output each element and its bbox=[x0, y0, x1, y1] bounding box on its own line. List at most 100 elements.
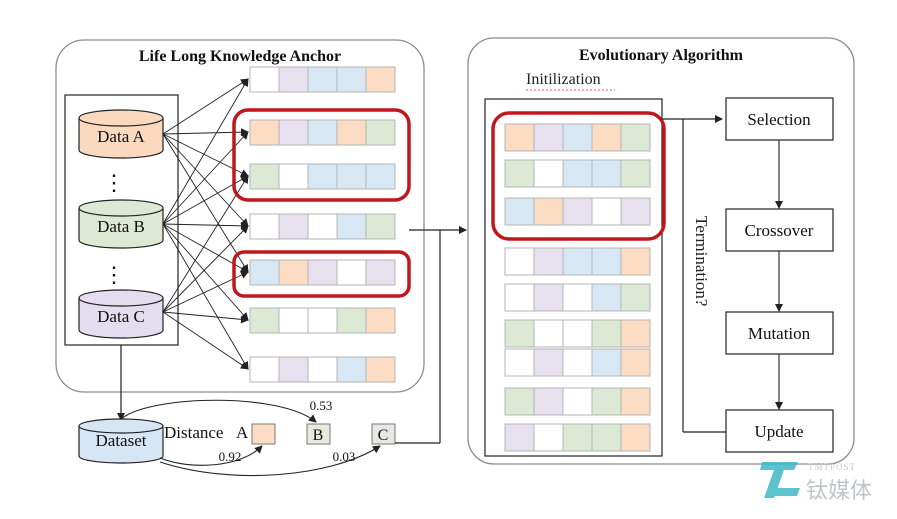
gene-cell bbox=[562, 197, 593, 226]
mapping-line bbox=[162, 311, 249, 324]
gene-cell bbox=[562, 283, 593, 312]
population-chromosome-row bbox=[504, 319, 651, 348]
left-chromosome-row bbox=[249, 119, 396, 146]
highlight-box-left-top bbox=[232, 108, 411, 202]
gene-cell bbox=[365, 307, 396, 334]
data-source-cylinder-2: Data B bbox=[78, 199, 164, 249]
gene-cell bbox=[365, 259, 396, 286]
gene-cell bbox=[620, 423, 651, 452]
watermark-brand: 钛媒体 bbox=[806, 478, 872, 503]
gene-cell bbox=[365, 66, 396, 93]
gene-cell bbox=[365, 119, 396, 146]
step-crossover: Crossover bbox=[725, 208, 834, 252]
gene-cell bbox=[504, 123, 535, 152]
gene-cell bbox=[249, 307, 280, 334]
node-c-box bbox=[371, 423, 396, 445]
step-selection: Selection bbox=[725, 97, 834, 141]
node-b-label: B bbox=[313, 427, 324, 444]
gene-cell bbox=[278, 213, 309, 240]
gene-cell bbox=[533, 247, 564, 276]
gene-cell bbox=[336, 307, 367, 334]
data-source-label: Data C bbox=[97, 307, 145, 326]
dataset-cylinder bbox=[78, 418, 164, 464]
gene-cell bbox=[591, 159, 622, 188]
distance-value-b: 0.53 bbox=[310, 398, 333, 413]
gene-cell bbox=[533, 283, 564, 312]
arc-dataset-to-b bbox=[120, 399, 317, 423]
gene-cell bbox=[278, 119, 309, 146]
gene-cell bbox=[620, 319, 651, 348]
step-label: Update bbox=[754, 422, 803, 441]
gene-cell bbox=[307, 66, 338, 93]
gene-cell bbox=[278, 163, 309, 190]
gene-cell bbox=[307, 259, 338, 286]
mapping-line bbox=[162, 133, 249, 273]
dataset-label: Dataset bbox=[96, 431, 147, 450]
gene-cell bbox=[533, 159, 564, 188]
mapping-line bbox=[162, 223, 249, 370]
highlight-box-left-bottom bbox=[232, 250, 411, 298]
ellipsis-2: ⋮ bbox=[103, 262, 125, 287]
gene-cell bbox=[562, 348, 593, 377]
gene-cell bbox=[307, 307, 338, 334]
step-label: Selection bbox=[747, 110, 811, 129]
gene-cell bbox=[562, 319, 593, 348]
gene-cell bbox=[562, 123, 593, 152]
gene-cell bbox=[591, 319, 622, 348]
step-label: Mutation bbox=[748, 324, 811, 343]
population-chromosome-row bbox=[504, 283, 651, 312]
population-chromosome-row bbox=[504, 423, 651, 452]
gene-cell bbox=[620, 197, 651, 226]
arc-dataset-to-a bbox=[159, 445, 263, 466]
distance-value-a: 0.92 bbox=[219, 449, 242, 464]
initialization-label: Initilization bbox=[526, 71, 601, 88]
population-chromosome-row bbox=[504, 159, 651, 188]
gene-cell bbox=[278, 66, 309, 93]
population-chromosome-row bbox=[504, 348, 651, 377]
gene-cell bbox=[336, 356, 367, 383]
gene-cell bbox=[336, 119, 367, 146]
distance-value-c: 0.03 bbox=[333, 449, 356, 464]
left-chromosome-row bbox=[249, 356, 396, 383]
left-chromosome-row bbox=[249, 213, 396, 240]
gene-cell bbox=[591, 423, 622, 452]
gene-cell bbox=[504, 423, 535, 452]
gene-cell bbox=[278, 259, 309, 286]
gene-cell bbox=[504, 247, 535, 276]
population-chromosome-row bbox=[504, 247, 651, 276]
gene-cell bbox=[620, 123, 651, 152]
gene-cell bbox=[249, 66, 280, 93]
mapping-line bbox=[162, 311, 249, 370]
gene-cell bbox=[620, 159, 651, 188]
gene-cell bbox=[533, 123, 564, 152]
gene-cell bbox=[307, 163, 338, 190]
gene-cell bbox=[562, 159, 593, 188]
node-a-label: A bbox=[236, 423, 249, 442]
gene-cell bbox=[591, 283, 622, 312]
node-a-box bbox=[251, 423, 276, 445]
evolutionary-title: Evolutionary Algorithm bbox=[579, 47, 744, 64]
watermark-logo bbox=[760, 462, 800, 498]
mapping-line bbox=[162, 175, 249, 313]
highlight-box-right bbox=[491, 111, 666, 241]
gene-cell bbox=[249, 213, 280, 240]
data-source-cylinder-3: Data C bbox=[78, 289, 164, 339]
gene-cell bbox=[336, 66, 367, 93]
left-chromosome-row bbox=[249, 66, 396, 93]
gene-cell bbox=[307, 356, 338, 383]
gene-cell bbox=[533, 197, 564, 226]
gene-cell bbox=[591, 387, 622, 416]
mapping-line bbox=[162, 78, 249, 135]
knowledge-anchor-title: Life Long Knowledge Anchor bbox=[139, 48, 341, 65]
ellipsis-1: ⋮ bbox=[103, 170, 125, 195]
gene-cell bbox=[620, 387, 651, 416]
gene-cell bbox=[504, 319, 535, 348]
watermark-sub: TMTPOST bbox=[808, 462, 856, 472]
gene-cell bbox=[620, 348, 651, 377]
left-chromosome-row bbox=[249, 259, 396, 286]
termination-label: Termination? bbox=[692, 216, 711, 306]
population-chromosome-row bbox=[504, 387, 651, 416]
data-source-cylinder-1: Data A bbox=[78, 109, 164, 159]
gene-cell bbox=[591, 123, 622, 152]
arc-dataset-to-c bbox=[159, 445, 381, 477]
